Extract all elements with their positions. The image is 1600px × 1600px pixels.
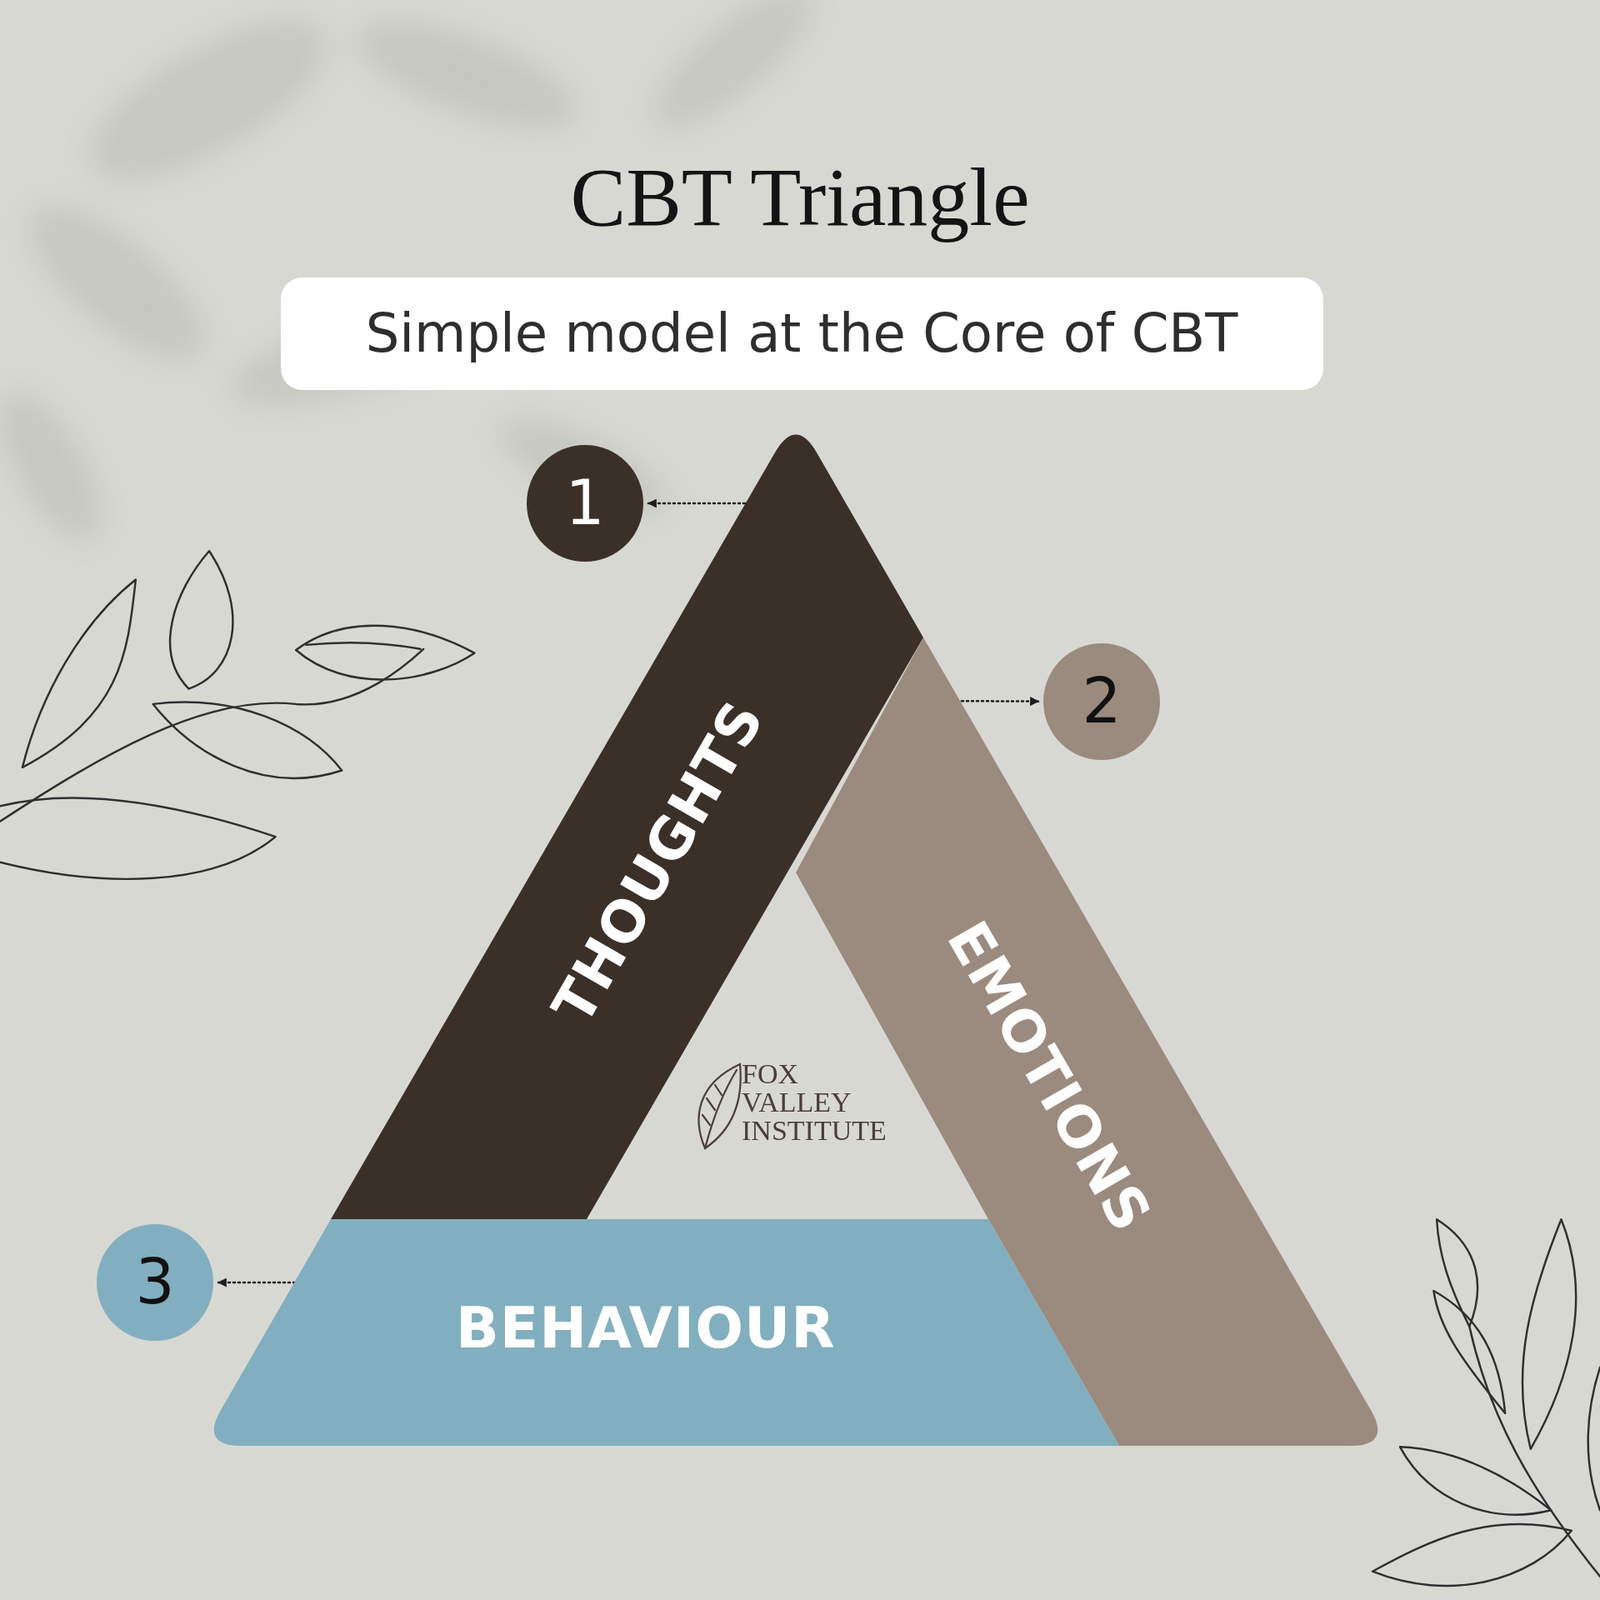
callout-number: 3 — [96, 1224, 214, 1341]
diagram-title: CBT Triangle — [570, 151, 1030, 244]
subtitle-text: Simple model at the Core of CBT — [365, 304, 1239, 363]
callout-text: 2 — [1081, 667, 1121, 735]
callout-number: 2 — [1043, 643, 1160, 760]
logo-text: FOX VALLEY INSTITUTE — [741, 1060, 887, 1145]
callout-text: 3 — [135, 1248, 175, 1316]
logo-wrap: FOX VALLEY INSTITUTE — [741, 1060, 887, 1145]
callout-number: 1 — [526, 445, 644, 562]
band-fill — [214, 1219, 1120, 1446]
subtitle-box: Simple model at the Core of CBT — [280, 277, 1324, 390]
behaviour-band: BEHAVIOUR — [200, 1219, 1120, 1446]
leader-arrow — [648, 502, 760, 505]
callout-text: 1 — [565, 469, 605, 537]
band-label: BEHAVIOUR — [455, 1300, 836, 1357]
title-wrap: CBT Triangle — [0, 151, 1600, 244]
